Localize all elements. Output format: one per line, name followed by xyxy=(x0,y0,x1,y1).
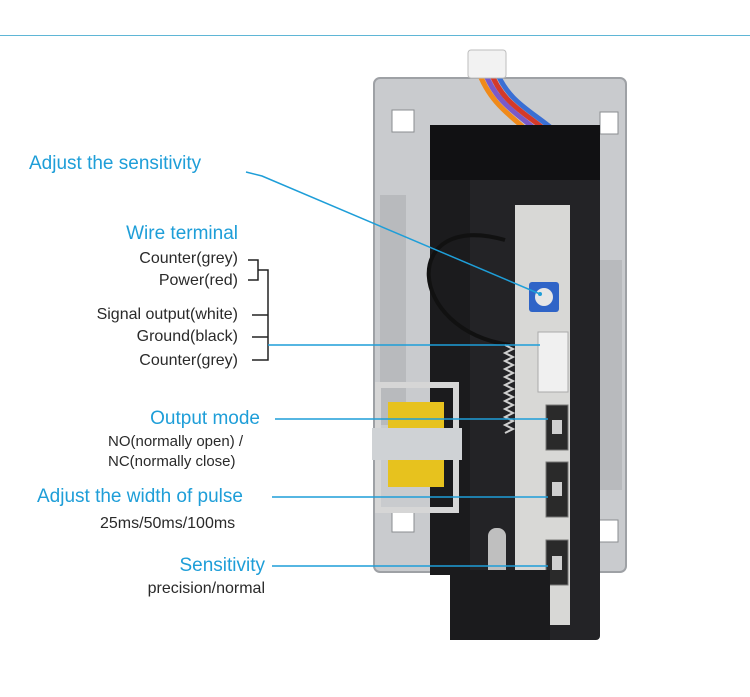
label-adjust-pulse: Adjust the width of pulse xyxy=(37,486,243,507)
label-nc-mode: NC(normally close) xyxy=(108,453,236,470)
coil-upper xyxy=(388,402,444,432)
label-wire-terminal: Wire terminal xyxy=(126,223,238,244)
label-sensitivity-values: precision/normal xyxy=(147,580,265,597)
label-no-mode: NO(normally open) / xyxy=(108,433,244,450)
label-sensitivity: Sensitivity xyxy=(179,555,265,576)
label-signal-output: Signal output(white) xyxy=(96,306,238,323)
plate-slot xyxy=(391,109,415,133)
coil-lower xyxy=(388,455,444,487)
top-divider xyxy=(0,35,750,36)
wire-connector xyxy=(467,49,507,79)
label-output-mode: Output mode xyxy=(150,408,260,429)
label-counter-grey-2: Counter(grey) xyxy=(139,352,238,369)
potentiometer-dial xyxy=(535,288,553,306)
label-power-red: Power(red) xyxy=(158,272,238,289)
plate-slot xyxy=(597,519,619,543)
plate-slot xyxy=(391,509,415,533)
label-counter-grey-1: Counter(grey) xyxy=(139,250,238,267)
plate-ridge xyxy=(380,195,406,425)
terminal-block xyxy=(537,331,569,393)
housing-top xyxy=(430,125,600,180)
coil-core xyxy=(372,428,462,460)
label-ground-black: Ground(black) xyxy=(136,328,238,345)
label-pulse-values: 25ms/50ms/100ms xyxy=(100,515,236,532)
plate-slot xyxy=(599,111,619,135)
plate-ridge xyxy=(596,260,622,490)
housing-bottom xyxy=(450,570,550,640)
label-adjust-sensitivity: Adjust the sensitivity xyxy=(29,153,202,174)
